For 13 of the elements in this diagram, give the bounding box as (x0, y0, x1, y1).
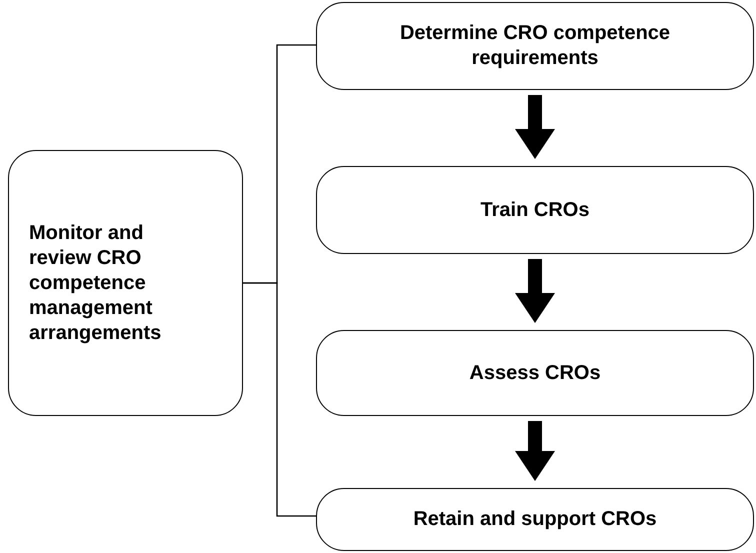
process-box (316, 2, 754, 90)
process-box (316, 488, 754, 551)
process-box (316, 166, 754, 254)
process-box (8, 150, 243, 416)
box-label: Assess CROs (469, 360, 601, 386)
connector-line (243, 282, 316, 517)
box-label: Retain and support CROs (413, 507, 657, 532)
block-arrow (515, 259, 555, 323)
box-label: Train CROs (480, 198, 590, 222)
box-label: Determine CRO competence requirements (398, 21, 672, 71)
process-box (316, 330, 754, 416)
box-label: Monitor and review CRO competence management arrangements (29, 220, 162, 346)
block-arrow (515, 95, 555, 159)
